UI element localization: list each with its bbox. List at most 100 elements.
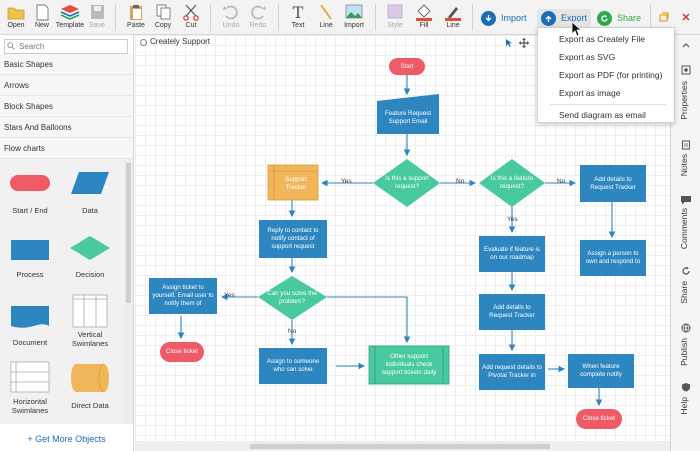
open-label: Open [7, 22, 25, 29]
collapse-sidebar-icon[interactable] [682, 41, 690, 49]
shape-document[interactable]: Document [0, 291, 60, 357]
category-arrows[interactable]: Arrows [0, 75, 133, 96]
share-button[interactable]: Share [597, 9, 641, 27]
can-you-solve-decision[interactable] [258, 276, 327, 320]
close-ticket-terminal[interactable] [160, 342, 204, 362]
new-label: New [34, 22, 49, 29]
tab-help[interactable]: Help [671, 382, 700, 422]
add-details-tracker-2-text: Add details to Request Tracker [489, 304, 535, 319]
text-icon: T [293, 3, 304, 21]
tab-share[interactable]: Share [671, 266, 700, 311]
feature-request-decision[interactable] [479, 159, 545, 207]
image-icon [345, 4, 363, 19]
assign-someone-node[interactable] [259, 348, 327, 384]
import-button[interactable]: Import [481, 9, 527, 27]
no-connector-label: No [456, 178, 465, 185]
fill-button[interactable]: Fill [409, 3, 439, 33]
open-button[interactable]: Open [1, 3, 31, 33]
flowchart-connectors [177, 75, 616, 407]
copy-button[interactable]: Copy [148, 3, 178, 33]
refresh-icon [597, 10, 612, 26]
support-request-decision[interactable] [373, 159, 440, 207]
reply-to-contact-text: Reply to contact to notify contact of su… [267, 227, 319, 250]
shape-direct-data[interactable]: Direct Data [60, 357, 120, 423]
undo-button[interactable]: Undo [216, 3, 246, 33]
text-label: Text [291, 22, 305, 29]
text-button[interactable]: T Text [283, 3, 313, 33]
export-pdf-item[interactable]: Export as PDF (for printing) [559, 70, 663, 80]
close-ticket-2-terminal[interactable] [576, 409, 622, 429]
export-creately-file-item[interactable]: Export as Creately File [559, 34, 645, 44]
menu-divider [550, 104, 666, 105]
shape-decision[interactable]: Decision [60, 225, 120, 291]
tab-notes[interactable]: Notes [671, 140, 700, 180]
close-window-icon[interactable] [682, 13, 690, 21]
new-document-icon [36, 4, 49, 21]
line-color-button[interactable]: Line [438, 3, 468, 33]
style-button[interactable]: Style [380, 3, 410, 33]
shape-horizontal-swimlanes[interactable]: Horizontal Swimlanes [0, 357, 60, 423]
import-image-button[interactable]: Import [338, 3, 370, 33]
export-menu: Export as Creately File Export as SVG Ex… [537, 27, 675, 123]
tab-publish[interactable]: Publish [671, 323, 700, 368]
export-svg-item[interactable]: Export as SVG [559, 52, 616, 62]
redo-label: Redo [249, 22, 267, 29]
add-details-tracker-text: Add details to Request Tracker [590, 175, 636, 191]
start-terminal[interactable] [389, 58, 425, 75]
get-more-objects-link[interactable]: + Get More Objects [27, 434, 106, 444]
line-button[interactable]: Line [311, 3, 341, 33]
document-tab[interactable]: Creately Support [140, 37, 210, 50]
assign-person-node[interactable] [580, 240, 646, 276]
reply-to-contact-node[interactable] [259, 220, 327, 258]
add-details-tracker-2-node[interactable] [479, 294, 545, 330]
comments-tab-label: Comments [679, 208, 689, 250]
other-support-node[interactable] [368, 345, 450, 385]
shape-vertical-swimlanes[interactable]: Vertical Swimlanes [60, 291, 120, 357]
assign-person-text: Assign a person to own and respond to [585, 250, 641, 265]
style-label: Style [387, 22, 403, 29]
shape-search-input[interactable] [4, 39, 128, 54]
toolbar-divider [115, 4, 116, 31]
paste-button[interactable]: Paste [121, 3, 151, 33]
export-image-item[interactable]: Export as image [559, 88, 621, 98]
evaluate-feature-node[interactable] [479, 236, 545, 272]
shape-process[interactable]: Process [0, 225, 60, 291]
cut-button[interactable]: Cut [176, 3, 206, 33]
folder-icon [7, 7, 25, 20]
tab-properties[interactable]: Properties [671, 61, 700, 161]
add-details-tracker-node[interactable] [580, 165, 646, 202]
no-connector-label: No [557, 178, 566, 185]
help-tab-label: Help [679, 397, 689, 415]
send-diagram-email-item[interactable]: Send diagram as email [559, 110, 646, 120]
shape-start-end[interactable]: Start / End [0, 159, 60, 225]
direct-data-shape-icon [71, 363, 109, 393]
save-label: Save [89, 22, 105, 29]
feature-complete-node[interactable] [568, 354, 634, 388]
shape-panel-scrollbar[interactable] [124, 159, 133, 424]
category-basic-shapes[interactable]: Basic Shapes [0, 54, 133, 75]
category-flow-charts[interactable]: Flow charts [0, 138, 133, 159]
scrollbar-thumb[interactable] [250, 444, 550, 449]
new-button[interactable]: New [27, 3, 57, 33]
properties-icon [681, 65, 691, 75]
save-button[interactable]: Save [82, 3, 112, 33]
toolbar: Open New Template Save Paste Copy Cut Un… [0, 0, 700, 35]
add-to-pivotal-node[interactable] [479, 354, 545, 390]
pointer-tool-icon[interactable] [505, 38, 513, 48]
category-block-shapes[interactable]: Block Shapes [0, 96, 133, 117]
category-stars-and-balloons[interactable]: Stars And Balloons [0, 117, 133, 138]
shape-label: Process [16, 270, 44, 279]
canvas-horizontal-scrollbar[interactable] [135, 441, 670, 451]
scrollbar-thumb[interactable] [126, 163, 131, 303]
restore-window-icon[interactable] [659, 12, 669, 22]
toolbar-divider [375, 4, 376, 31]
template-button[interactable]: Template [54, 3, 86, 33]
tab-comments[interactable]: Comments [671, 195, 700, 250]
shape-data[interactable]: Data [60, 159, 120, 225]
pan-tool-icon[interactable] [519, 38, 529, 48]
export-button[interactable]: Export [537, 9, 592, 27]
feature-request-email-node[interactable] [377, 94, 439, 134]
redo-button[interactable]: Redo [243, 3, 273, 33]
feature-request-text: Is this a feature request? [490, 175, 534, 190]
assign-ticket-yourself-node[interactable] [149, 278, 217, 314]
